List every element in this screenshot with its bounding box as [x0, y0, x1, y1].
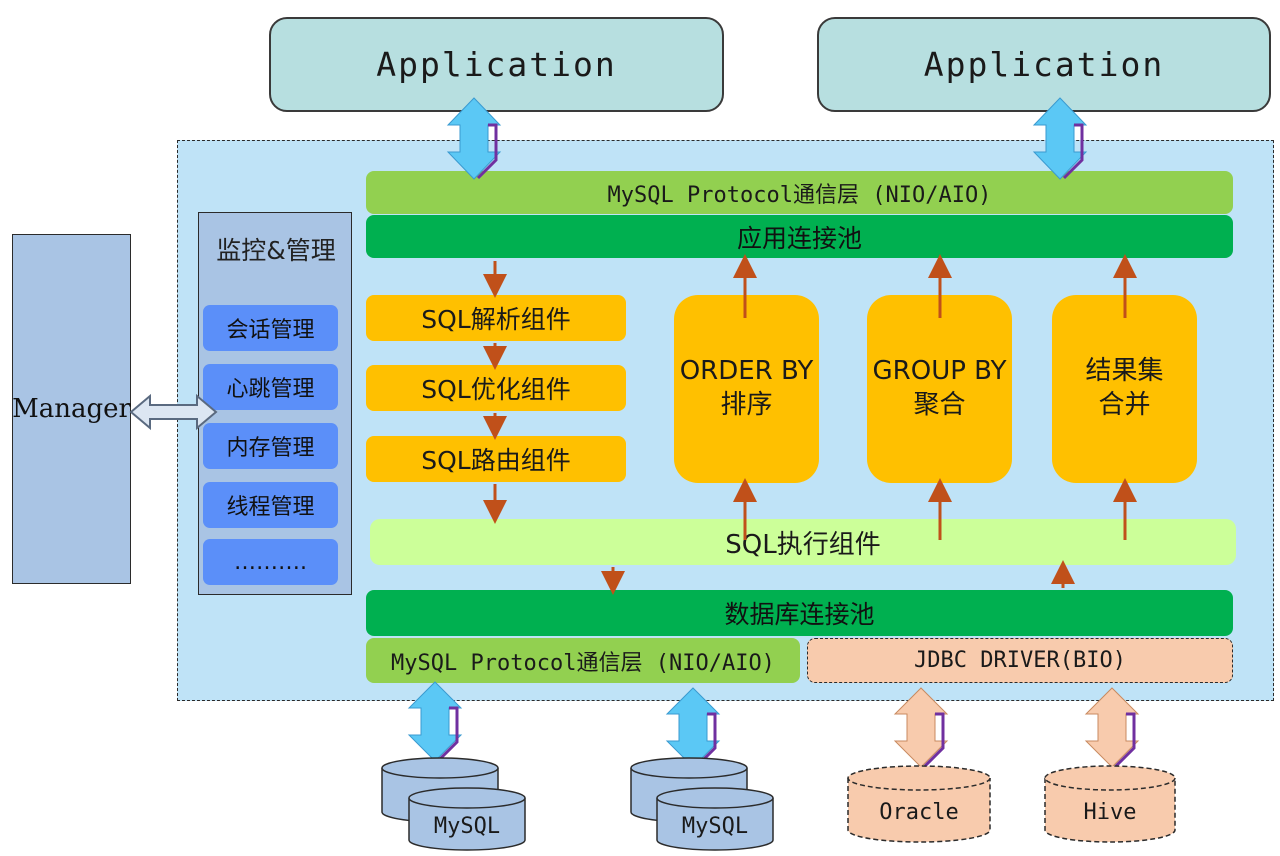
db-label-hive: Hive [1083, 799, 1137, 825]
monitor-item-session: 会话管理 [203, 305, 338, 351]
monitor-item-memory: 内存管理 [203, 423, 338, 469]
db-link-arrow-oracle [893, 687, 949, 768]
db-link-arrow-mysql-1 [407, 681, 463, 762]
sql-optimize-component: SQL优化组件 [366, 365, 626, 411]
db-label-mysql-2: MySQL [681, 813, 749, 839]
db-link-arrow-hive [1084, 687, 1140, 768]
jdbc-driver-layer: JDBC DRIVER(BIO) [807, 638, 1233, 683]
order-by-line1: ORDER BY [679, 356, 814, 387]
hive-db [1044, 765, 1176, 843]
bottom-protocol-layer: MySQL Protocol通信层 (NIO/AIO) [366, 638, 800, 683]
sql-parse-component: SQL解析组件 [366, 295, 626, 341]
group-by-box: GROUP BY 聚合 [867, 295, 1012, 483]
manager-box: Manager [12, 234, 131, 584]
db-label-oracle: Oracle [879, 799, 959, 825]
monitor-item-thread: 线程管理 [203, 482, 338, 528]
result-merge-line1: 结果集 [1085, 356, 1164, 387]
app-link-arrow-right [1032, 97, 1088, 180]
sql-exec-component: SQL执行组件 [370, 519, 1236, 565]
group-by-line2: 聚合 [913, 390, 966, 420]
app-connection-pool: 应用连接池 [366, 215, 1233, 258]
flow-arrows-up [733, 254, 1137, 588]
db-link-arrow-mysql-2 [665, 687, 721, 768]
monitor-item-heartbeat: 心跳管理 [203, 364, 338, 410]
flow-arrows-down [483, 261, 625, 595]
manager-link-arrow [129, 393, 218, 431]
monitor-title: 监控&管理 [216, 236, 336, 265]
order-by-line2: 排序 [720, 390, 773, 420]
mysql-db-group-2 [630, 757, 774, 851]
db-connection-pool: 数据库连接池 [366, 590, 1233, 636]
app-link-arrow-left [446, 97, 502, 180]
result-merge-box: 结果集 合并 [1052, 295, 1197, 483]
oracle-db [847, 765, 991, 843]
mysql-db-group-1 [381, 757, 526, 851]
order-by-box: ORDER BY 排序 [674, 295, 819, 483]
sql-route-component: SQL路由组件 [366, 436, 626, 482]
db-label-mysql-1: MySQL [433, 813, 501, 839]
result-merge-line2: 合并 [1098, 390, 1151, 420]
monitor-panel: 监控&管理 会话管理 心跳管理 内存管理 线程管理 ………. [198, 212, 352, 595]
application-box-left: Application [269, 17, 724, 112]
application-box-right: Application [817, 17, 1271, 112]
group-by-line1: GROUP BY [872, 356, 1007, 387]
top-protocol-layer: MySQL Protocol通信层 (NIO/AIO) [366, 171, 1233, 214]
monitor-item-more: ………. [203, 539, 338, 585]
